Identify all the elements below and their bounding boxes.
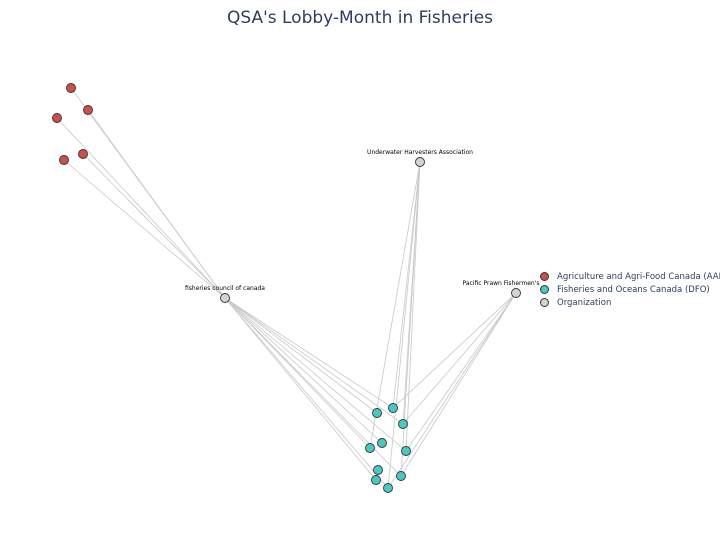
org-label-uha: Underwater Harvesters Association — [367, 149, 473, 156]
edge-dfo-3-fcc — [224, 297, 383, 444]
edge-dfo-5-ppf — [405, 292, 517, 452]
edges-layer — [56, 87, 517, 489]
legend-item-aafc[interactable]: Agriculture and Agri-Food Canada (AAFC) — [540, 270, 720, 283]
edge-dfo-7-fcc — [224, 297, 377, 481]
node-dfo-2[interactable] — [398, 419, 408, 429]
legend-item-organization[interactable]: Organization — [540, 296, 718, 309]
edge-dfo-0-uha — [392, 161, 421, 409]
edge-dfo-8-ppf — [387, 292, 517, 489]
legend-label-aafc: Agriculture and Agri-Food Canada (AAFC) — [557, 271, 720, 282]
edge-dfo-8-fcc — [224, 297, 389, 489]
node-dfo-9[interactable] — [373, 465, 383, 475]
legend-label-organization: Organization — [557, 297, 612, 308]
edge-aafc-2-fcc — [56, 117, 226, 299]
org-label-ppf: Pacific Prawn Fishermen's — [462, 280, 539, 287]
edge-dfo-6-ppf — [400, 292, 517, 477]
legend-swatch-dfo — [540, 285, 549, 294]
edge-dfo-0-fcc — [224, 297, 394, 409]
node-dfo-8[interactable] — [383, 483, 393, 493]
labels-layer: fisheries council of canada Underwater Ha… — [185, 149, 540, 292]
node-aafc-0[interactable] — [66, 83, 76, 93]
edge-dfo-6-uha — [400, 161, 421, 477]
edge-dfo-4-uha — [369, 161, 421, 449]
edge-aafc-4-fcc — [63, 159, 226, 299]
edge-dfo-5-uha — [405, 161, 421, 452]
edge-aafc-1-fcc — [87, 109, 226, 299]
legend: Agriculture and Agri-Food Canada (AAFC) … — [540, 270, 720, 309]
nodes-layer — [52, 83, 521, 493]
node-dfo-7[interactable] — [371, 475, 381, 485]
node-aafc-4[interactable] — [59, 155, 69, 165]
node-aafc-3[interactable] — [78, 149, 88, 159]
edge-dfo-2-ppf — [402, 292, 517, 425]
node-org-ppf[interactable] — [511, 288, 521, 298]
legend-swatch-organization — [540, 298, 549, 307]
chart-title: QSA's Lobby-Month in Fisheries — [226, 8, 494, 28]
node-org-fcc[interactable] — [220, 293, 230, 303]
edge-dfo-2-fcc — [224, 297, 404, 425]
legend-item-dfo[interactable]: Fisheries and Oceans Canada (DFO) — [540, 283, 718, 296]
node-aafc-2[interactable] — [52, 113, 62, 123]
legend-label-dfo: Fisheries and Oceans Canada (DFO) — [557, 284, 710, 295]
node-dfo-5[interactable] — [401, 446, 411, 456]
edge-dfo-8-uha — [387, 161, 421, 489]
org-label-fcc: fisheries council of canada — [185, 285, 265, 292]
edge-dfo-1-fcc — [224, 297, 378, 414]
node-dfo-4[interactable] — [365, 443, 375, 453]
node-dfo-6[interactable] — [396, 471, 406, 481]
node-dfo-3[interactable] — [377, 438, 387, 448]
node-aafc-1[interactable] — [83, 105, 93, 115]
edge-aafc-3-fcc — [82, 153, 226, 299]
node-dfo-0[interactable] — [388, 403, 398, 413]
node-org-uha[interactable] — [415, 157, 425, 167]
node-dfo-1[interactable] — [372, 408, 382, 418]
edge-dfo-0-ppf — [392, 292, 517, 409]
legend-swatch-aafc — [540, 272, 549, 281]
edge-dfo-5-fcc — [224, 297, 407, 452]
